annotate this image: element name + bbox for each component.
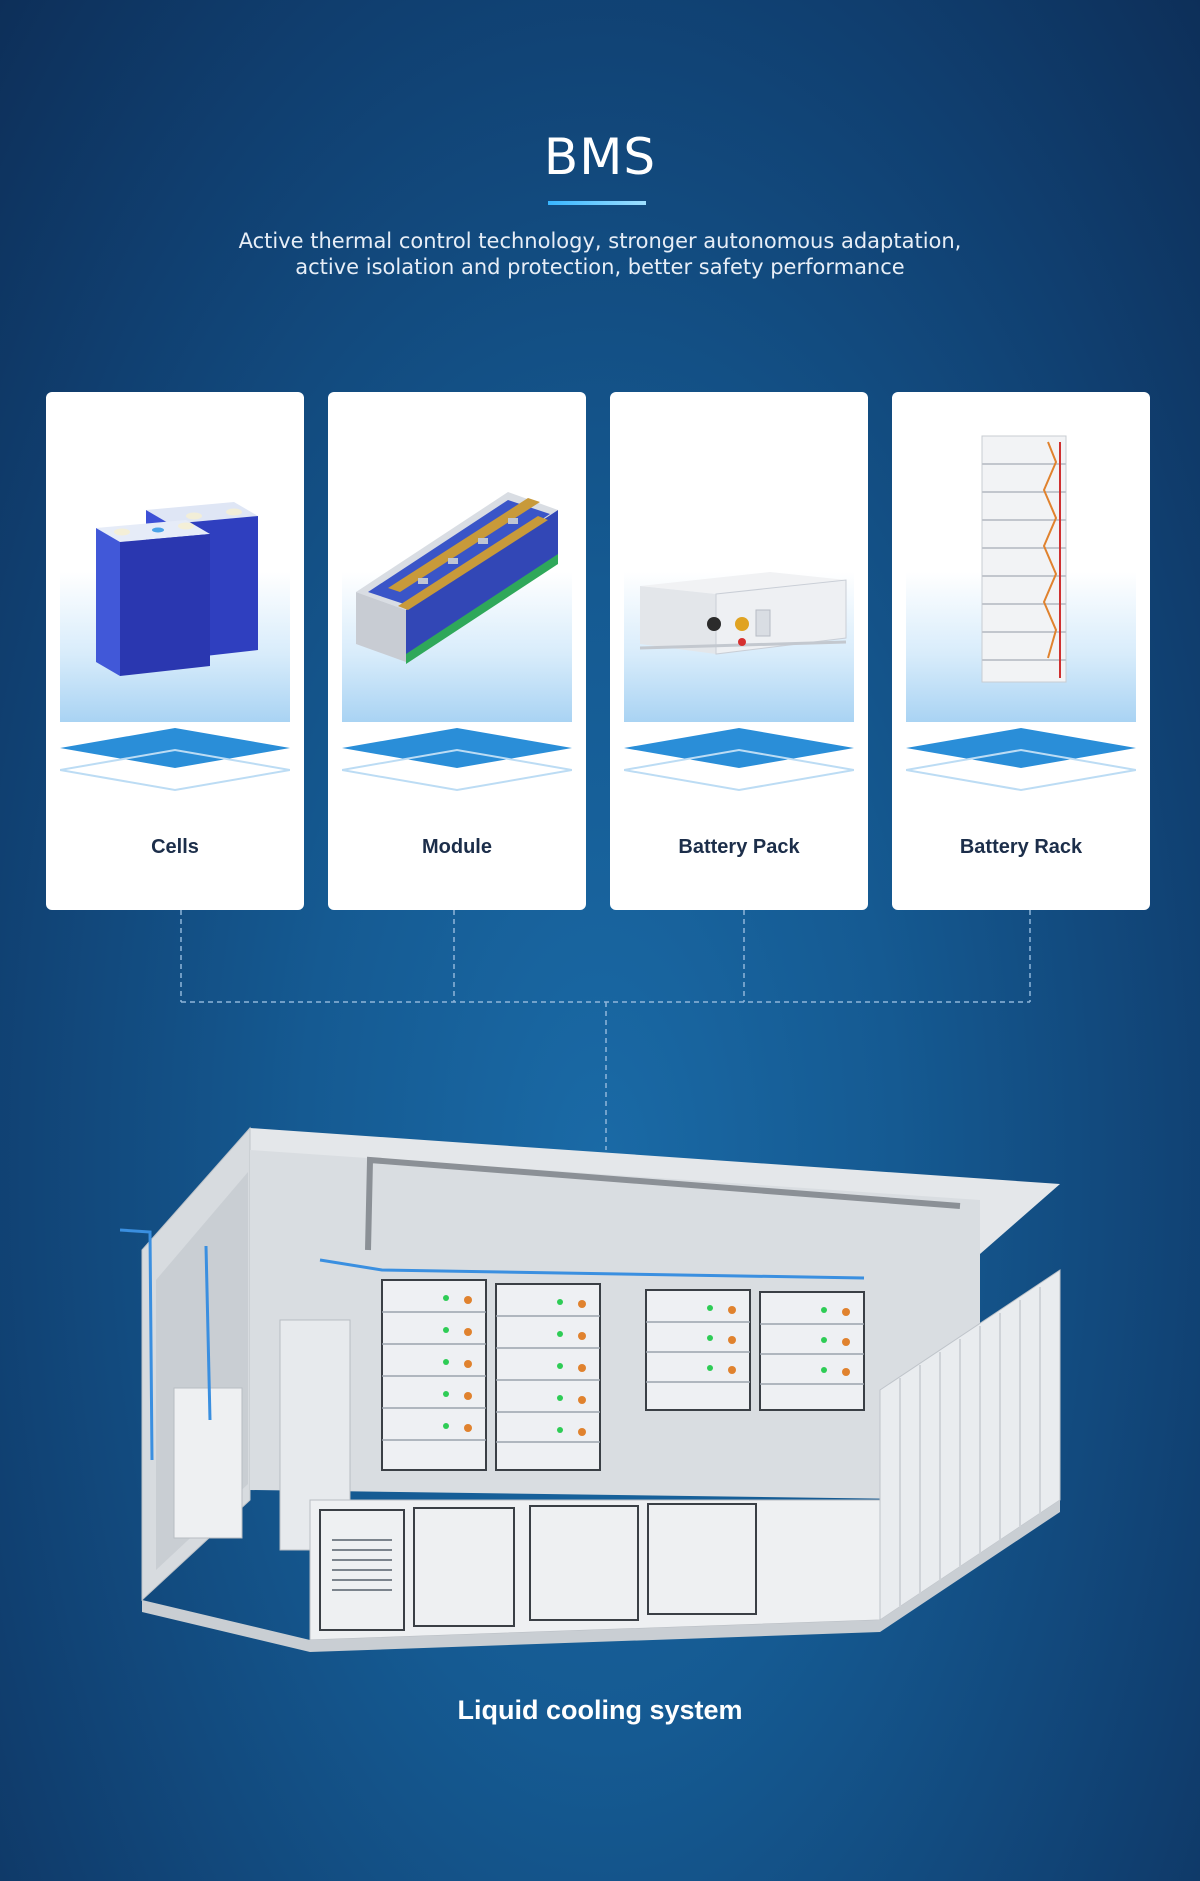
battery-module-icon — [356, 492, 558, 664]
card-label-cells: Cells — [151, 836, 199, 858]
battery-rack-icon — [981, 435, 1067, 683]
connector-lines — [180, 910, 1031, 1150]
battery-cells-icon — [96, 502, 258, 676]
battery-pack-icon — [639, 572, 847, 655]
page-title: BMS — [543, 128, 657, 186]
subtitle-line-1: Active thermal control technology, stron… — [238, 229, 962, 253]
liquid-cooling-label: Liquid cooling system — [457, 1695, 743, 1725]
title-underline — [548, 201, 646, 205]
layer-stack-icon — [906, 728, 1136, 792]
page-subtitle: Active thermal control technology, stron… — [0, 228, 1200, 280]
liquid-cooling-container-illustration — [120, 1126, 1061, 1652]
card-label-battery-pack: Battery Pack — [678, 836, 800, 858]
card-battery-pack: Battery Pack — [610, 392, 868, 910]
layer-stack-icon — [624, 728, 854, 792]
card-label-battery-rack: Battery Rack — [959, 836, 1083, 858]
card-battery-rack: Battery Rack — [892, 392, 1150, 910]
card-module: Module — [328, 392, 586, 910]
subtitle-line-2: active isolation and protection, better … — [295, 255, 905, 279]
layer-stack-icon — [60, 728, 290, 792]
layer-stack-icon — [342, 728, 572, 792]
card-label-module: Module — [422, 836, 492, 858]
card-cells: Cells — [46, 392, 304, 910]
